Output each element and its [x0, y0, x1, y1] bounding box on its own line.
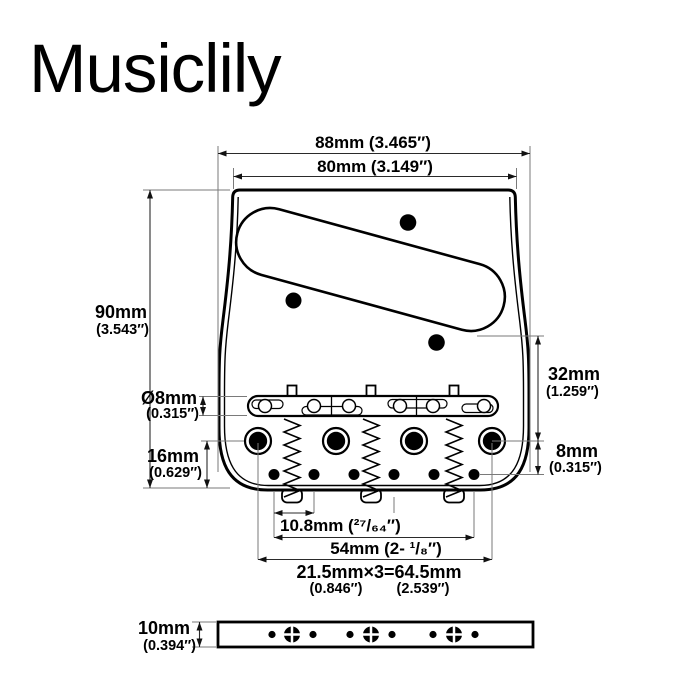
string-hole: [388, 469, 400, 480]
dim-16mm: 16mm (0.629″): [147, 440, 244, 488]
saddle-slot: [387, 398, 448, 409]
dim-label: (0.846″): [310, 581, 363, 597]
screw-hole-dot: [399, 214, 417, 231]
dim-label: (2.539″): [397, 581, 450, 597]
dim-64-5mm: 21.5mm×3=64.5mm (0.846″) (2.539″): [257, 443, 493, 597]
saddle-screw-hole: [341, 398, 357, 414]
dim-label: 32mm: [548, 364, 600, 384]
string-hole: [471, 630, 479, 639]
dim-label: 8mm: [556, 441, 598, 461]
pickup-opening: [234, 206, 507, 333]
dim-label: (1.259″): [546, 384, 599, 400]
string-hole: [309, 630, 317, 639]
string-hole: [308, 469, 320, 480]
dim-label: 10.8mm (²⁷/₆₄″): [280, 516, 401, 535]
dim-label: 54mm (2- ¹/₈″): [330, 539, 442, 558]
dim-10mm-thickness: 10mm (0.394″): [138, 618, 216, 654]
mounting-screw-hole-center: [326, 431, 346, 451]
dim-dia-8mm: Ø8mm (0.315″): [141, 388, 247, 422]
bridge-plate-top-view: [217, 188, 531, 504]
dim-label: (0.315″): [146, 406, 199, 422]
mounting-screw-holes: [243, 426, 507, 456]
dim-90mm: 90mm (3.543″): [95, 189, 230, 489]
saddle-spring-icon: [443, 418, 465, 498]
phillips-screw-icon: [445, 626, 463, 643]
string-hole: [429, 630, 437, 639]
dim-88mm: 88mm (3.465″): [217, 133, 531, 472]
saddle-assembly: [246, 384, 500, 498]
dim-label: 21.5mm×3=64.5mm: [296, 562, 461, 582]
string-hole: [388, 630, 396, 639]
screw-hole-dot: [285, 292, 302, 309]
saddle-screw-hole: [425, 398, 441, 414]
string-hole: [428, 469, 440, 480]
dim-label: Ø8mm: [141, 388, 197, 408]
dim-label: 80mm (3.149″): [317, 157, 433, 176]
saddle-screw-hole: [392, 398, 408, 414]
dim-label: 16mm: [147, 446, 199, 466]
string-hole: [468, 469, 480, 480]
dim-label: 90mm: [95, 302, 147, 322]
dim-32mm: 32mm (1.259″): [477, 335, 600, 442]
saddle-spring-icon: [360, 418, 382, 498]
string-hole: [268, 630, 276, 639]
dim-label: 88mm (3.465″): [315, 133, 431, 152]
string-holes: [268, 469, 480, 480]
phillips-screw-icon: [362, 626, 380, 643]
dim-10-8mm: 10.8mm (²⁷/₆₄″): [273, 492, 401, 538]
dim-label: (0.394″): [143, 638, 196, 654]
dim-label: (0.315″): [549, 460, 602, 476]
mounting-screw-hole-center: [248, 431, 268, 451]
brand-logo: Musiclily: [29, 30, 282, 107]
mounting-screw-hole-center: [404, 431, 424, 451]
plate-inner-lip: [223, 196, 525, 487]
string-hole: [348, 469, 360, 480]
dim-label: 10mm: [138, 618, 190, 638]
dim-80mm: 80mm (3.149″): [233, 157, 517, 189]
dim-54mm: 54mm (2- ¹/₈″): [274, 492, 475, 558]
saddle-slot: [301, 405, 363, 416]
saddle-screw-hole: [476, 398, 492, 414]
dim-label: (0.629″): [149, 465, 202, 481]
saddle-screw-hole: [257, 398, 273, 414]
dim-label: (3.543″): [96, 322, 149, 338]
dim-8mm: 8mm (0.315″): [480, 441, 602, 476]
saddle-spring-icon: [281, 418, 303, 498]
saddle-screw-hole: [306, 398, 322, 414]
string-hole: [346, 630, 354, 639]
saddle-bar: [246, 394, 500, 418]
string-hole: [268, 469, 280, 480]
phillips-screw-icon: [283, 626, 301, 643]
bridge-plate-side-view: [216, 620, 535, 649]
screw-hole-dot: [428, 334, 445, 351]
